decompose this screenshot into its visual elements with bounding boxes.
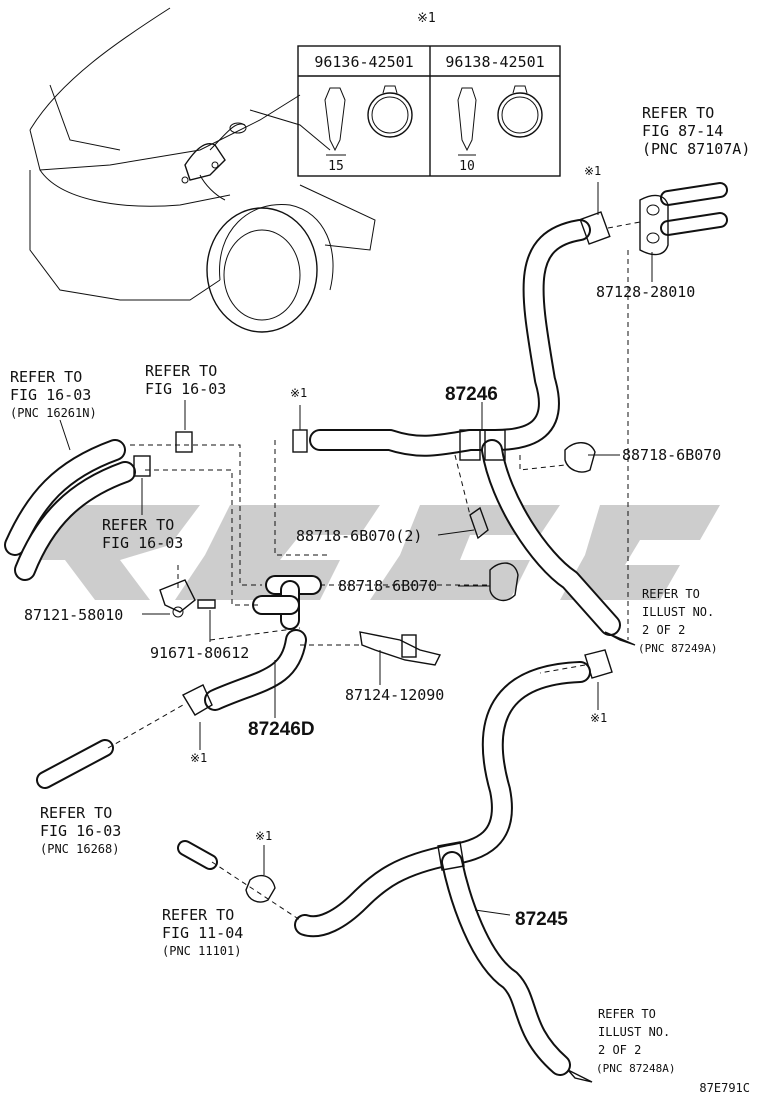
clamp-part-2: 96138-42501 xyxy=(445,53,544,71)
part-87246: 87246 xyxy=(445,384,498,405)
svg-text:FIG 16-03: FIG 16-03 xyxy=(145,380,226,398)
hoses xyxy=(4,182,728,1076)
svg-text:FIG 87-14: FIG 87-14 xyxy=(642,122,723,140)
part-88718-6b070-a: 88718-6B070 xyxy=(622,446,721,464)
note-mark-5: ※1 xyxy=(255,829,272,843)
leader-lines xyxy=(59,182,653,916)
svg-text:(PNC 16268): (PNC 16268) xyxy=(40,842,119,856)
svg-text:REFER TO: REFER TO xyxy=(162,906,234,924)
svg-text:FIG 16-03: FIG 16-03 xyxy=(10,386,91,404)
ref-fig-16-03-b: REFER TO FIG 16-03 xyxy=(145,362,226,398)
svg-text:REFER TO: REFER TO xyxy=(10,368,82,386)
svg-text:FIG 16-03: FIG 16-03 xyxy=(40,822,121,840)
clamp-dim-1: 15 xyxy=(328,159,344,174)
svg-text:REFER TO: REFER TO xyxy=(145,362,217,380)
svg-text:FIG 16-03: FIG 16-03 xyxy=(102,534,183,552)
svg-text:ILLUST NO.: ILLUST NO. xyxy=(642,605,714,619)
clamp-part-1: 96136-42501 xyxy=(314,53,413,71)
note-mark-2: ※1 xyxy=(290,386,307,400)
note-mark-1: ※1 xyxy=(584,164,601,178)
part-87245: 87245 xyxy=(515,909,568,930)
svg-text:REFER TO: REFER TO xyxy=(642,104,714,122)
ref-illust-2-of-2-a: REFER TO ILLUST NO. 2 OF 2 (PNC 87249A) xyxy=(638,587,717,655)
clamp-table xyxy=(297,45,561,177)
hose-87245 xyxy=(294,661,591,938)
part-88718-6b070-2: 88718-6B070(2) xyxy=(296,527,422,545)
svg-text:REFER TO: REFER TO xyxy=(642,587,700,601)
ref-fig-16-03-c: REFER TO FIG 16-03 xyxy=(102,516,183,552)
vehicle-illustration xyxy=(29,7,376,333)
ref-illust-2-of-2-b: REFER TO ILLUST NO. 2 OF 2 (PNC 87248A) xyxy=(596,1007,675,1075)
note-mark-3: ※1 xyxy=(190,751,207,765)
clamp-dim-2: 10 xyxy=(459,159,475,174)
part-87121-58010: 87121-58010 xyxy=(24,606,123,624)
svg-text:2 OF 2: 2 OF 2 xyxy=(642,623,685,637)
part-87124-12090: 87124-12090 xyxy=(345,686,444,704)
ref-fig-11-04: REFER TO FIG 11-04 (PNC 11101) xyxy=(162,906,243,958)
svg-text:(PNC 87249A): (PNC 87249A) xyxy=(638,642,717,655)
svg-text:REFER TO: REFER TO xyxy=(102,516,174,534)
guide-lines xyxy=(107,221,641,921)
svg-text:REFER TO: REFER TO xyxy=(598,1007,656,1021)
part-88718-6b070-c: 88718-6B070 xyxy=(338,577,437,595)
part-87128-28010: 87128-28010 xyxy=(596,283,695,301)
ref-fig-87-14: REFER TO FIG 87-14 (PNC 87107A) xyxy=(642,104,750,158)
illustration-code: 87E791C xyxy=(699,1081,750,1095)
fittings xyxy=(133,194,669,1083)
svg-text:REFER TO: REFER TO xyxy=(40,804,112,822)
ref-fig-16-03-a: REFER TO FIG 16-03 (PNC 16261N) xyxy=(10,368,97,420)
svg-text:(PNC 87107A): (PNC 87107A) xyxy=(642,140,750,158)
ref-fig-16-03-d: REFER TO FIG 16-03 (PNC 16268) xyxy=(40,804,121,856)
svg-text:(PNC 16261N): (PNC 16261N) xyxy=(10,406,97,420)
part-91671-80612: 91671-80612 xyxy=(150,644,249,662)
part-87246d: 87246D xyxy=(248,719,315,740)
svg-text:ILLUST NO.: ILLUST NO. xyxy=(598,1025,670,1039)
svg-text:FIG 11-04: FIG 11-04 xyxy=(162,924,243,942)
table-note-mark: ※1 xyxy=(417,11,436,26)
note-mark-4: ※1 xyxy=(590,711,607,725)
svg-text:2 OF 2: 2 OF 2 xyxy=(598,1043,641,1057)
svg-text:(PNC 11101): (PNC 11101) xyxy=(162,944,241,958)
svg-text:(PNC 87248A): (PNC 87248A) xyxy=(596,1062,675,1075)
